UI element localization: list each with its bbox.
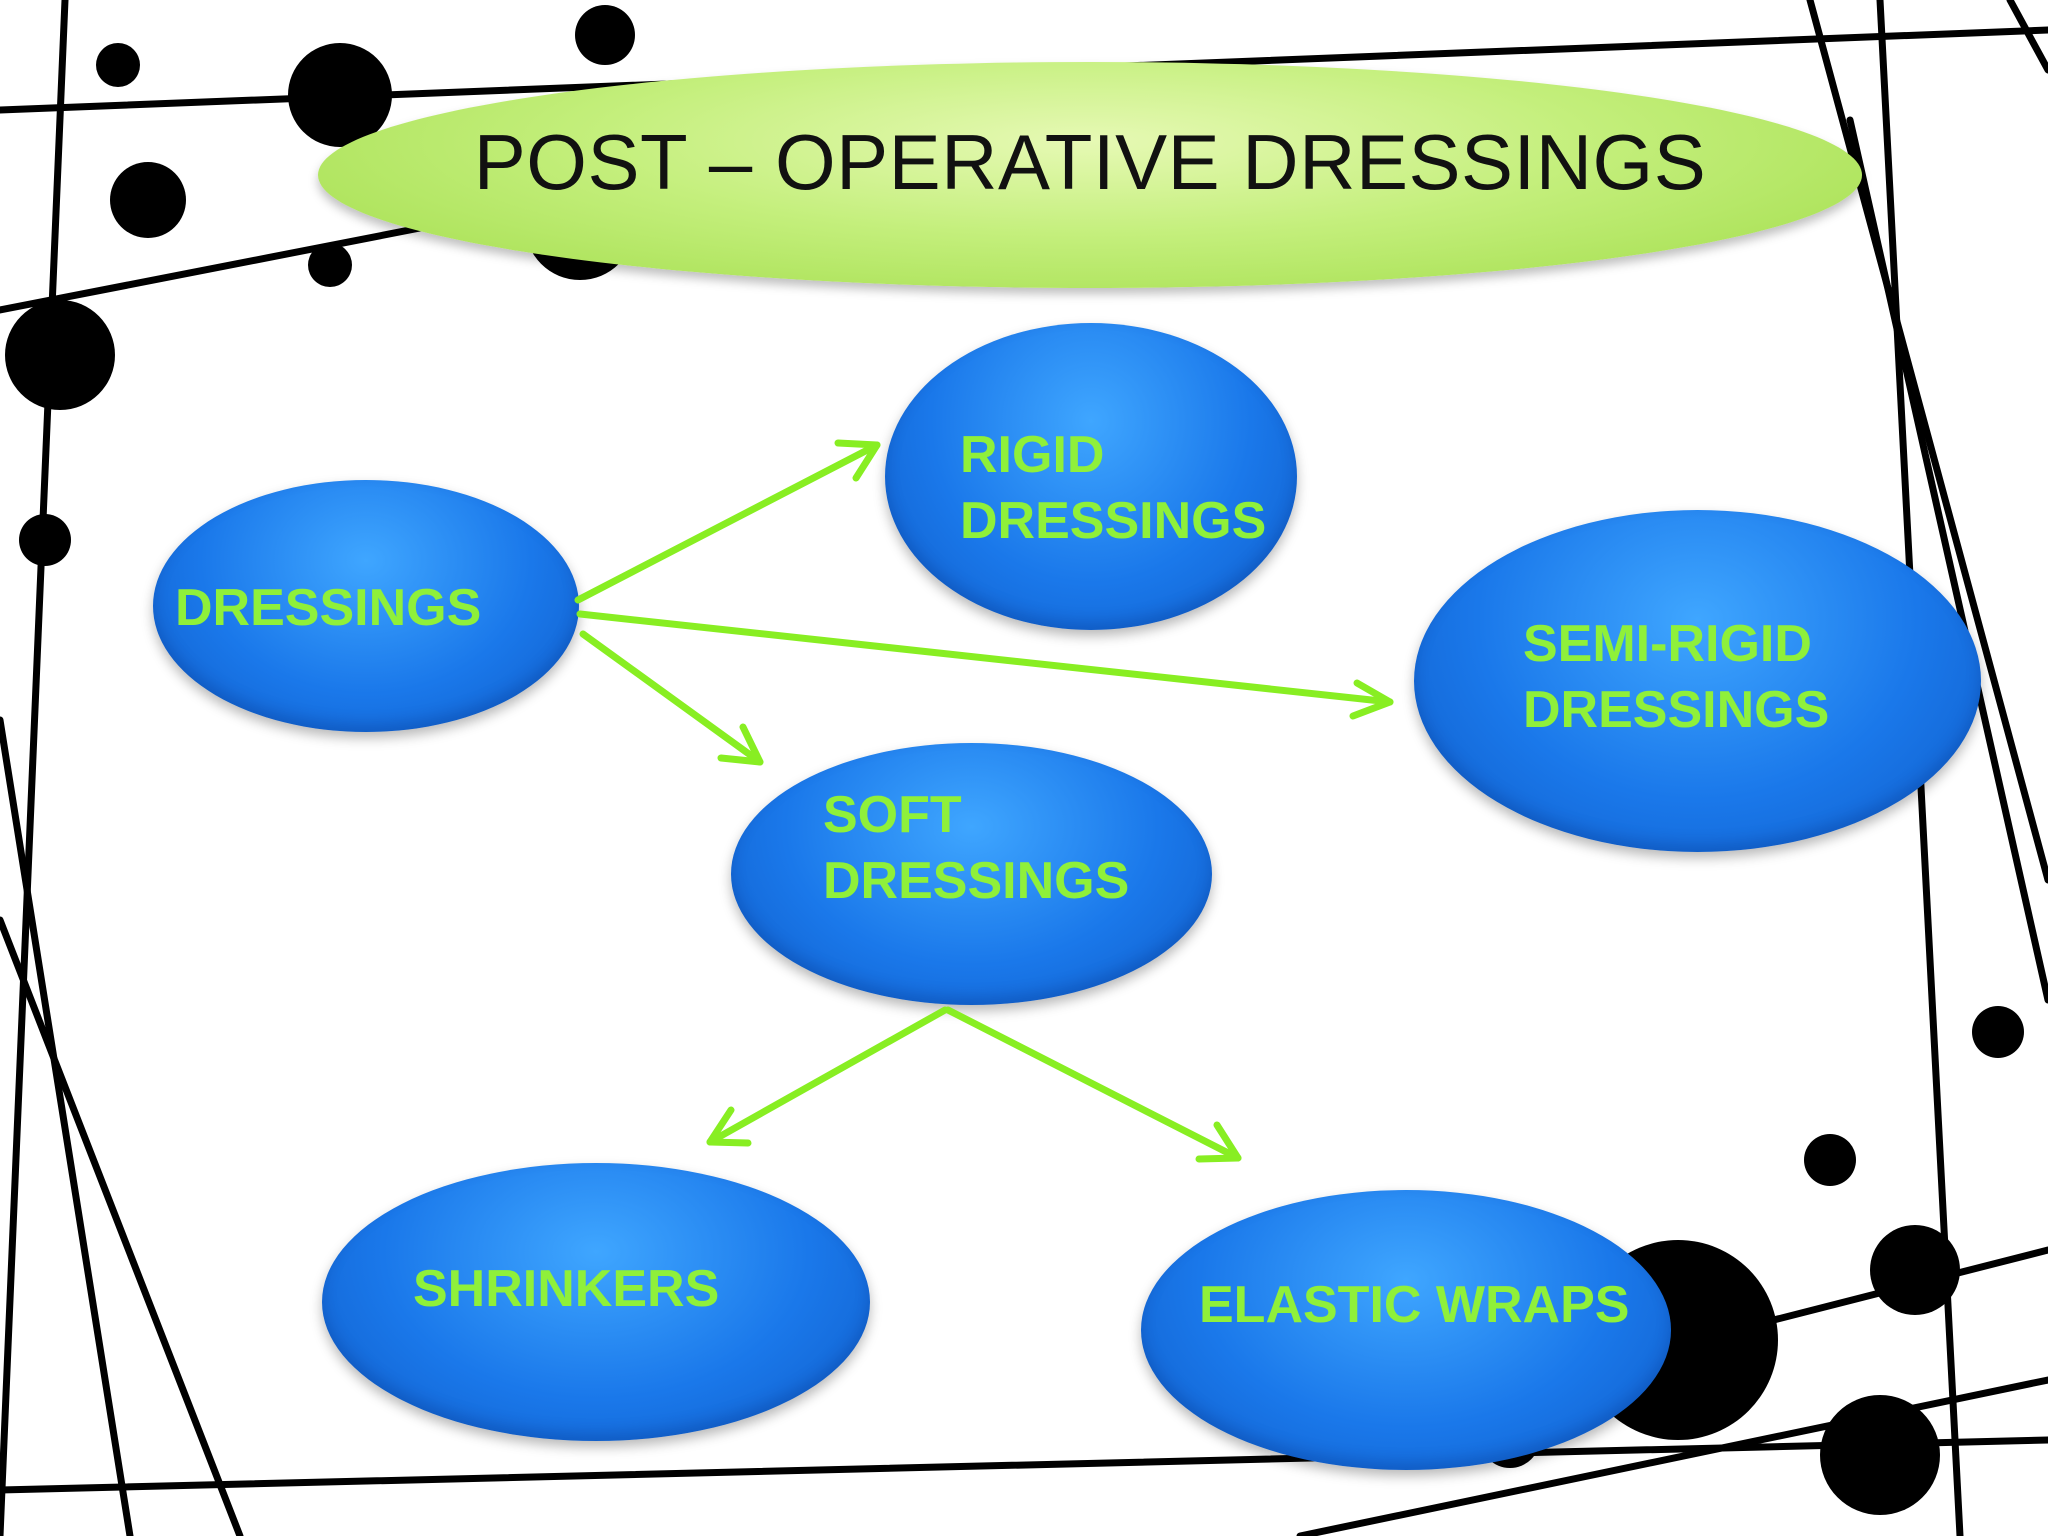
node-soft-dressings xyxy=(731,743,1212,1005)
deco-dot xyxy=(1972,1006,2024,1058)
deco-line xyxy=(1806,0,2048,884)
arrow-dressings-to-rigid xyxy=(574,439,881,604)
deco-dot xyxy=(96,43,140,87)
node-rigid-dressings xyxy=(885,323,1297,630)
deco-dot xyxy=(575,5,635,65)
deco-line xyxy=(2006,0,2048,74)
node-label-shrinkers: SHRINKERS xyxy=(413,1260,720,1318)
node-label-rigid: RIGID DRESSINGS xyxy=(960,426,1267,550)
deco-dot xyxy=(1804,1134,1856,1186)
deco-dot xyxy=(288,43,392,147)
deco-dot xyxy=(5,300,115,410)
node-label-semi-rigid: SEMI-RIGID DRESSINGS xyxy=(1523,615,1830,739)
node-label-dressings: DRESSINGS xyxy=(175,579,482,637)
deco-dot xyxy=(1870,1225,1960,1315)
deco-dot xyxy=(110,162,186,238)
node-dressings xyxy=(153,480,579,732)
deco-line xyxy=(0,916,244,1536)
node-label-elastic-wraps: ELASTIC WRAPS xyxy=(1199,1276,1630,1334)
slide-title: POST – OPERATIVE DRESSINGS xyxy=(473,117,1707,206)
node-shrinkers xyxy=(322,1163,870,1441)
deco-line xyxy=(0,716,134,1536)
node-label-soft: SOFT DRESSINGS xyxy=(823,786,1130,910)
node-elastic-wraps xyxy=(1141,1190,1671,1470)
node-semi-rigid-dressings xyxy=(1414,510,1981,852)
deco-line xyxy=(1846,116,2048,1004)
deco-dot xyxy=(1820,1395,1940,1515)
arrow-soft-to-shrinkers xyxy=(706,1006,949,1147)
deco-dot xyxy=(308,243,352,287)
arrow-dressings-to-soft xyxy=(579,630,764,766)
deco-line xyxy=(1296,1376,2048,1536)
arrow-dressings-to-semi-rigid xyxy=(576,610,1394,720)
deco-dot xyxy=(19,514,71,566)
arrow-soft-to-elastic-wraps xyxy=(944,1006,1242,1163)
deco-line xyxy=(0,0,69,1536)
title-banner: POST – OPERATIVE DRESSINGS xyxy=(318,62,1862,288)
